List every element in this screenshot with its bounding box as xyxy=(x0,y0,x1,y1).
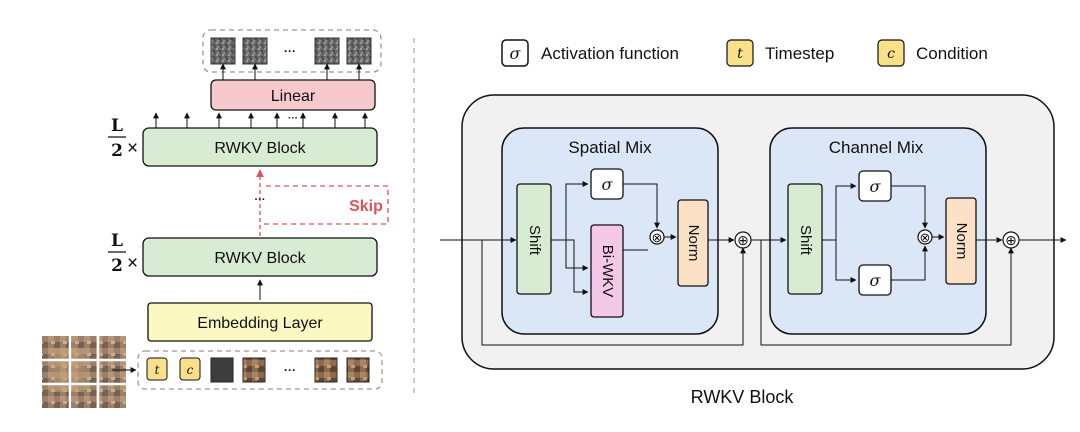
condition-token xyxy=(179,357,201,381)
upper-multiplier-numerator: L xyxy=(111,116,123,136)
middle-ellipsis: ··· xyxy=(255,194,266,206)
input-tokens-group xyxy=(137,350,383,390)
activation-legend-symbol: σ xyxy=(510,44,522,63)
noise-patch-token xyxy=(210,357,234,383)
spatial-add-symbol: ⊕ xyxy=(737,232,749,248)
skip-label: Skip xyxy=(349,198,383,215)
left-architecture: ··· Linear ··· L 2 × RWKV Block xyxy=(42,29,389,408)
lower-multiplier-symbol: × xyxy=(127,253,138,274)
upper-multiplier-symbol: × xyxy=(127,138,138,159)
spatial-norm-label: Norm xyxy=(685,225,702,262)
channel-shift-to-sigma-bottom xyxy=(835,240,857,283)
timestep-legend-label: Timestep xyxy=(765,44,834,63)
biwkv-label: Bi-WKV xyxy=(599,245,616,298)
spatial-mix-title: Spatial Mix xyxy=(568,138,652,157)
upper-rwkv-block xyxy=(142,127,378,167)
image-patch-token xyxy=(242,357,266,383)
image-patch-token xyxy=(314,357,338,383)
rwkv-block-detail: Spatial Mix Channel Mix Shift σ Bi-WKV ⊗… xyxy=(440,94,1067,407)
channel-sigma-bottom-label: σ xyxy=(870,271,882,290)
condition-legend-symbol: c xyxy=(887,46,895,62)
activation-legend-swatch xyxy=(501,39,529,67)
channel-multiply-symbol: ⊗ xyxy=(920,230,931,245)
timestep-token xyxy=(146,357,168,381)
lower-multiplier-denominator: 2 xyxy=(111,256,123,276)
channel-residual-path xyxy=(760,240,1014,346)
spatial-shift-to-biwkv-a xyxy=(565,240,589,271)
channel-add-symbol: ⊕ xyxy=(1005,232,1017,248)
image-patch-token xyxy=(346,357,370,383)
condition-legend-label: Condition xyxy=(916,44,988,63)
upper-block-output-arrows xyxy=(153,112,368,128)
embedding-layer-label: Embedding Layer xyxy=(197,315,323,332)
channel-mix-title: Channel Mix xyxy=(829,138,924,157)
lower-multiplier-numerator: L xyxy=(111,231,123,251)
channel-shift-label: Shift xyxy=(797,225,814,256)
spatial-residual-path xyxy=(481,240,746,346)
channel-shift-to-sigma-top xyxy=(822,183,857,241)
input-ellipsis: ··· xyxy=(284,363,296,377)
rwkv-block-caption: RWKV Block xyxy=(691,387,795,407)
spatial-sigma-label: σ xyxy=(602,175,614,194)
lower-rwkv-block xyxy=(142,237,378,277)
linear-layer-label: Linear xyxy=(271,88,316,105)
channel-norm-label: Norm xyxy=(953,223,970,260)
timestep-legend-swatch xyxy=(726,39,754,67)
output-patch xyxy=(314,37,340,65)
output-patch xyxy=(346,37,372,65)
spatial-norm-box xyxy=(677,199,709,287)
spatial-multiply-symbol: ⊗ xyxy=(652,230,663,245)
spatial-shift-label: Shift xyxy=(526,225,543,256)
spatial-sigma-to-multiply xyxy=(623,183,660,229)
output-patches-group xyxy=(202,29,382,73)
timestep-legend-symbol: t xyxy=(737,46,743,62)
condition-token-symbol: c xyxy=(187,363,194,377)
output-patch xyxy=(210,37,236,65)
embedding-layer-box xyxy=(147,302,373,342)
channel-norm-box xyxy=(945,197,977,285)
lower-rwkv-block-label: RWKV Block xyxy=(214,250,306,267)
spatial-shift-box xyxy=(516,183,552,295)
legend: σ Activation function t Timestep c Condi… xyxy=(501,39,988,67)
output-patch xyxy=(242,37,268,65)
linear-layer-box xyxy=(210,79,376,111)
channel-sigma-top-to-multiply xyxy=(891,185,928,229)
timestep-token-symbol: t xyxy=(155,363,160,377)
channel-sigma-bottom-to-multiply xyxy=(891,245,928,281)
activation-legend-label: Activation function xyxy=(541,44,679,63)
channel-sigma-top-label: σ xyxy=(870,177,882,196)
upper-ellipsis: ··· xyxy=(288,113,298,124)
spatial-shift-to-biwkv-b xyxy=(566,239,589,295)
channel-shift-box xyxy=(787,183,823,295)
upper-multiplier-denominator: 2 xyxy=(111,141,123,161)
biwkv-box xyxy=(590,224,624,318)
channel-mix-container xyxy=(769,127,987,335)
output-ellipsis: ··· xyxy=(284,44,296,58)
condition-legend-swatch xyxy=(877,39,905,67)
input-image-grid xyxy=(42,336,126,408)
spatial-shift-to-sigma xyxy=(551,181,589,241)
upper-rwkv-block-label: RWKV Block xyxy=(214,140,306,157)
